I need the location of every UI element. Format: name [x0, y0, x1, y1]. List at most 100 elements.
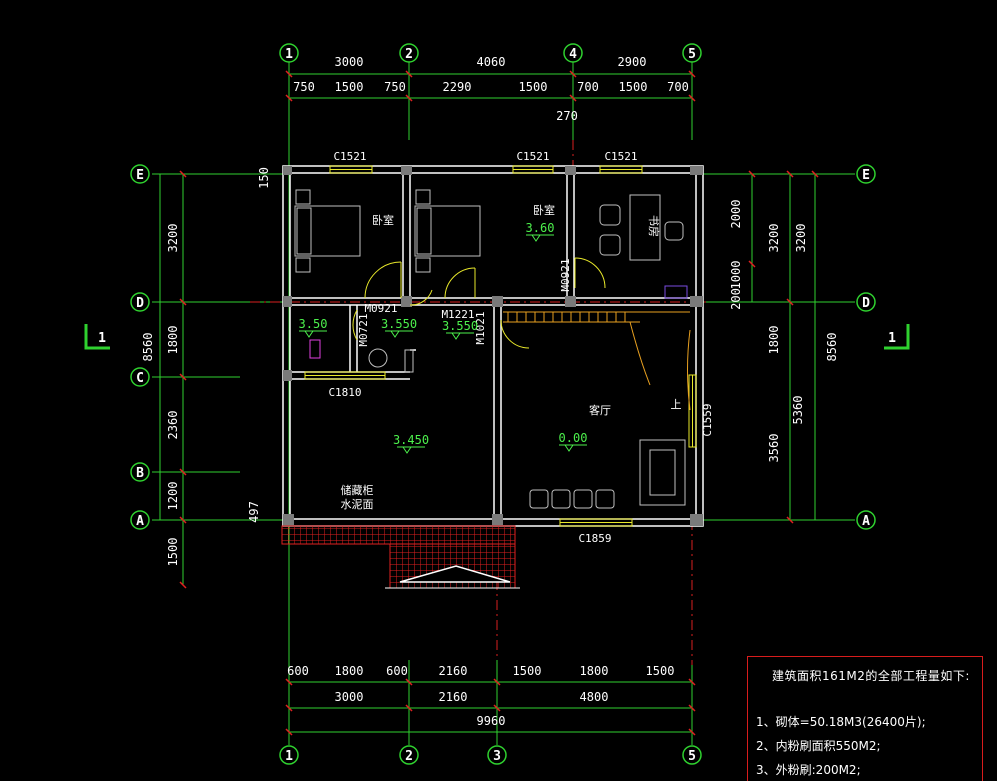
level-marker: 3.60	[526, 221, 555, 235]
axis-left-D-circle	[130, 292, 150, 312]
level-symbol	[559, 444, 587, 452]
window-label: C1521	[604, 150, 637, 163]
dim-bottom-detail: 600	[386, 664, 408, 678]
dim-top-detail: 1500	[619, 80, 648, 94]
dim-bottom-detail: 1800	[335, 664, 364, 678]
dim-left-small-150: 150	[257, 167, 271, 189]
axis-bottom-3: 3	[493, 749, 501, 764]
balcony	[281, 525, 520, 589]
notes-line-2: 2、内粉刷面积550M2;	[756, 739, 881, 753]
dim-right-detail: 200	[729, 288, 743, 310]
dim-bottom-mid: 4800	[580, 690, 609, 704]
axis-bottom-3-circle	[487, 745, 507, 765]
dim-bottom-detail: 1500	[513, 664, 542, 678]
axis-left-A-circle	[130, 510, 150, 530]
axis-top-1: 1	[285, 47, 293, 62]
axis-top-2-circle	[399, 43, 419, 63]
axis-top-5: 5	[688, 47, 696, 62]
axis-right-A-circle	[856, 510, 876, 530]
dim-bottom-mid: 2160	[439, 690, 468, 704]
columns	[283, 166, 703, 526]
dim-left-detail: 3200	[166, 224, 180, 253]
level-symbol	[526, 234, 554, 242]
axis-left-C-circle	[130, 367, 150, 387]
dim-right-3200b: 3200	[794, 224, 808, 253]
axis-bottom-2-circle	[399, 745, 419, 765]
axis-top-4: 4	[569, 47, 577, 62]
grid-lines	[152, 62, 855, 745]
window-label: C1810	[328, 386, 361, 399]
windows	[304, 165, 697, 527]
dim-left-detail: 1200	[166, 482, 180, 511]
dim-top-detail: 2290	[443, 80, 472, 94]
axis-right-D-circle	[856, 292, 876, 312]
room-label: 书房	[647, 215, 660, 237]
axis-bottom-5-circle	[682, 745, 702, 765]
section-mark-left-mark	[84, 324, 110, 350]
dim-top-extra: 270	[556, 109, 578, 123]
axis-right-A: A	[862, 514, 870, 529]
dim-top-detail: 750	[384, 80, 406, 94]
door-label: M1021	[474, 311, 487, 344]
dim-right-detail: 3560	[767, 434, 781, 463]
level-marker: 0.00	[559, 431, 588, 445]
small-label: 储藏柜	[341, 483, 374, 497]
axis-top-4-circle	[563, 43, 583, 63]
dim-right-detail: 1800	[767, 326, 781, 355]
level-symbol	[385, 330, 413, 338]
axis-top-5-circle	[682, 43, 702, 63]
door-label: M0721	[357, 313, 370, 346]
dim-left-small-497: 497	[247, 501, 261, 523]
axis-left-C: C	[136, 371, 144, 386]
axis-bottom-2: 2	[405, 749, 413, 764]
door-label: M0921	[559, 258, 572, 291]
room-label: 卧室	[533, 203, 555, 217]
dim-bottom-detail: 600	[287, 664, 309, 678]
room-label: 客厅	[589, 403, 611, 417]
dim-left-total: 8560	[141, 333, 155, 362]
room-label: 卧室	[372, 213, 394, 227]
level-symbol	[299, 330, 327, 338]
dim-right-mid-5360: 5360	[791, 396, 805, 425]
axis-right-D: D	[862, 296, 870, 311]
dim-right-detail: 1000	[729, 261, 743, 290]
window-label: C1521	[516, 150, 549, 163]
section-mark-right-mark	[884, 324, 910, 350]
axis-right-E-circle	[856, 164, 876, 184]
door-label: M1221	[441, 308, 474, 321]
dim-top-detail: 700	[667, 80, 689, 94]
dim-bottom-detail: 1500	[646, 664, 675, 678]
level-marker: 3.50	[299, 317, 328, 331]
dim-left-detail: 2360	[166, 411, 180, 440]
stair-up-label: 上	[671, 398, 682, 411]
axis-right-E: E	[862, 168, 870, 183]
dim-top-detail: 1500	[335, 80, 364, 94]
dim-right-mid-3200: 3200	[767, 224, 781, 253]
section-mark-right: 1	[888, 331, 896, 346]
axis-left-E-circle	[130, 164, 150, 184]
dim-top-total: 4060	[477, 55, 506, 69]
dim-bottom-mid: 3000	[335, 690, 364, 704]
stair	[503, 311, 691, 411]
door-label: M0921	[364, 302, 397, 315]
dim-top-total: 3000	[335, 55, 364, 69]
furniture	[294, 189, 688, 509]
dim-left-detail: 1500	[166, 538, 180, 567]
dim-bottom-detail: 1800	[580, 664, 609, 678]
dim-top-total: 2900	[618, 55, 647, 69]
axis-left-E: E	[136, 168, 144, 183]
dim-right-detail: 2000	[729, 200, 743, 229]
window-label: C1859	[578, 532, 611, 545]
level-symbol	[446, 332, 474, 340]
axis-left-D: D	[136, 296, 144, 311]
tick-marks	[179, 70, 819, 736]
dim-top-detail: 750	[293, 80, 315, 94]
window-label: C1521	[333, 150, 366, 163]
level-marker: 3.450	[393, 433, 429, 447]
axis-left-B: B	[136, 466, 144, 481]
axis-bottom-1: 1	[285, 749, 293, 764]
axis-bottom-1-circle	[279, 745, 299, 765]
level-marker: 3.550	[381, 317, 417, 331]
